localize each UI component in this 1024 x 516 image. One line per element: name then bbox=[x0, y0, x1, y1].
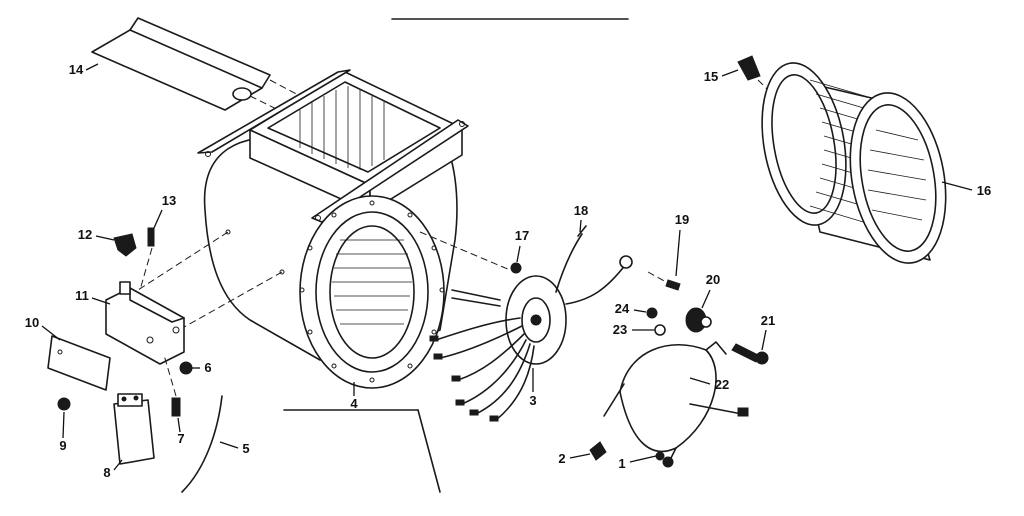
callout-18-label: 18 bbox=[574, 203, 588, 218]
callout-18: 18 bbox=[574, 203, 588, 233]
part-3-motor bbox=[429, 233, 627, 422]
callout-13-label: 13 bbox=[162, 193, 176, 208]
callout-9: 9 bbox=[59, 411, 67, 453]
callouts: 1 2 3 4 5 6 7 8 bbox=[25, 62, 991, 480]
callout-7: 7 bbox=[177, 417, 185, 446]
callout-20-label: 20 bbox=[706, 272, 720, 287]
callout-1: 1 bbox=[618, 455, 657, 471]
callout-9-label: 9 bbox=[59, 438, 66, 453]
callout-14-label: 14 bbox=[69, 62, 84, 77]
part-13-screw bbox=[139, 227, 155, 291]
callout-1-label: 1 bbox=[618, 456, 625, 471]
callout-15-label: 15 bbox=[704, 69, 718, 84]
callout-11-label: 11 bbox=[75, 288, 89, 303]
callout-17: 17 bbox=[515, 228, 529, 263]
callout-2: 2 bbox=[558, 451, 591, 466]
callout-2-label: 2 bbox=[558, 451, 565, 466]
part-19-screw bbox=[647, 271, 681, 291]
part-24-grommet bbox=[646, 307, 658, 319]
part-8-capacitor bbox=[113, 393, 155, 465]
part-2-screw bbox=[589, 441, 607, 461]
callout-12: 12 bbox=[78, 227, 115, 242]
callout-4-label: 4 bbox=[350, 396, 358, 411]
callout-14: 14 bbox=[69, 62, 99, 77]
callout-8-label: 8 bbox=[103, 465, 110, 480]
part-1-terminal bbox=[655, 451, 665, 461]
part-23-washer bbox=[654, 324, 666, 336]
callout-19: 19 bbox=[675, 212, 689, 277]
callout-15: 15 bbox=[704, 69, 739, 84]
callout-19-label: 19 bbox=[675, 212, 689, 227]
part-18-ground-lead bbox=[577, 225, 633, 269]
callout-7-label: 7 bbox=[177, 431, 184, 446]
motor-lead-wires bbox=[435, 233, 627, 421]
callout-22: 22 bbox=[689, 377, 729, 392]
part-9-nut bbox=[57, 397, 71, 411]
callout-8: 8 bbox=[103, 459, 123, 480]
part-5-wire bbox=[181, 395, 223, 493]
callout-13: 13 bbox=[153, 193, 176, 229]
callout-6-label: 6 bbox=[204, 360, 211, 375]
callout-10: 10 bbox=[25, 315, 61, 341]
part-10-bracket-plate bbox=[47, 335, 111, 391]
part-14-cutoff-plate bbox=[91, 17, 381, 156]
callout-22-label: 22 bbox=[715, 377, 729, 392]
part-11-capacitor-bracket bbox=[105, 281, 185, 365]
part-7-screw bbox=[163, 354, 181, 417]
callout-23-label: 23 bbox=[613, 322, 627, 337]
part-4-blower-housing bbox=[197, 69, 469, 389]
base-reference-lines bbox=[283, 409, 441, 493]
callout-20: 20 bbox=[701, 272, 720, 309]
callout-3: 3 bbox=[529, 368, 537, 408]
leader-housing-bracket-upper bbox=[137, 231, 229, 291]
part-20-mount-bushing bbox=[685, 307, 712, 333]
callout-11: 11 bbox=[75, 288, 111, 305]
callout-16: 16 bbox=[941, 181, 991, 198]
callout-24-label: 24 bbox=[615, 301, 630, 316]
callout-24: 24 bbox=[615, 301, 647, 316]
callout-21: 21 bbox=[761, 313, 775, 351]
part-17-screw bbox=[510, 262, 522, 274]
callout-4: 4 bbox=[350, 382, 358, 411]
callout-6: 6 bbox=[192, 360, 212, 375]
motor-lead-terminals bbox=[429, 335, 499, 422]
callout-17-label: 17 bbox=[515, 228, 529, 243]
callout-5-label: 5 bbox=[242, 441, 249, 456]
part-21-bolt bbox=[731, 343, 769, 365]
callout-10-label: 10 bbox=[25, 315, 39, 330]
housing-rivet-holes bbox=[299, 200, 445, 383]
part-22-motor-mount-band bbox=[603, 341, 749, 468]
callout-12-label: 12 bbox=[78, 227, 92, 242]
callout-21-label: 21 bbox=[761, 313, 775, 328]
part-12-clip bbox=[113, 233, 137, 257]
callout-16-label: 16 bbox=[977, 183, 991, 198]
leader-housing-motor bbox=[419, 231, 511, 271]
callout-3-label: 3 bbox=[529, 393, 536, 408]
callout-23: 23 bbox=[613, 322, 654, 337]
callout-5: 5 bbox=[219, 441, 250, 456]
part-16-blower-wheel bbox=[761, 62, 947, 264]
part-6-nut bbox=[179, 361, 193, 375]
